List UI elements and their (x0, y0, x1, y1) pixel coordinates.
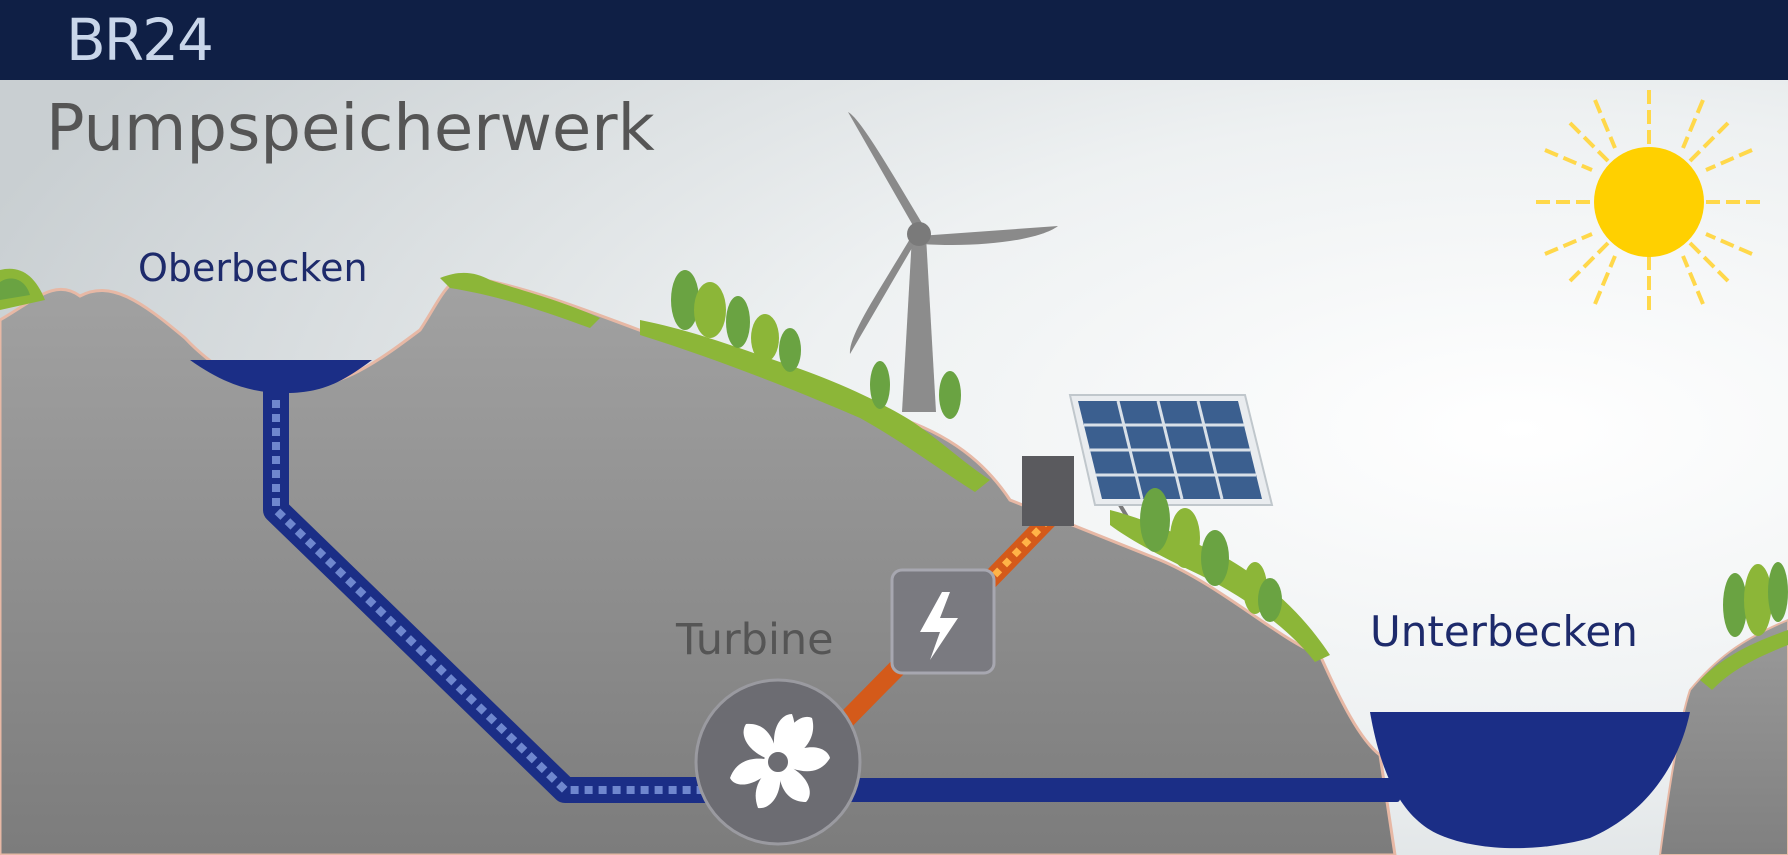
grid-building (1022, 456, 1074, 526)
generator (890, 568, 996, 675)
penstock-lower (790, 778, 1400, 802)
wind-turbine-icon (848, 112, 1058, 412)
turbine (694, 678, 862, 846)
turbine-fan-icon (730, 714, 830, 809)
lightning-bolt-icon (920, 592, 958, 660)
diagram-title: Pumpspeicherwerk (46, 92, 655, 166)
turbine-label: Turbine (676, 615, 834, 665)
br24-logo: BR24 (66, 6, 214, 74)
lower-reservoir-water (1370, 712, 1690, 849)
lower-reservoir-label: Unterbecken (1370, 607, 1638, 656)
upper-reservoir-water (190, 360, 372, 394)
vegetation (0, 268, 1788, 690)
sun-icon (1536, 90, 1762, 316)
header-bar: BR24 (0, 0, 1788, 80)
power-line-upper-dashes (982, 515, 1053, 588)
upper-reservoir-label: Oberbecken (138, 246, 368, 290)
pressure-tunnel-dashes (272, 400, 735, 794)
